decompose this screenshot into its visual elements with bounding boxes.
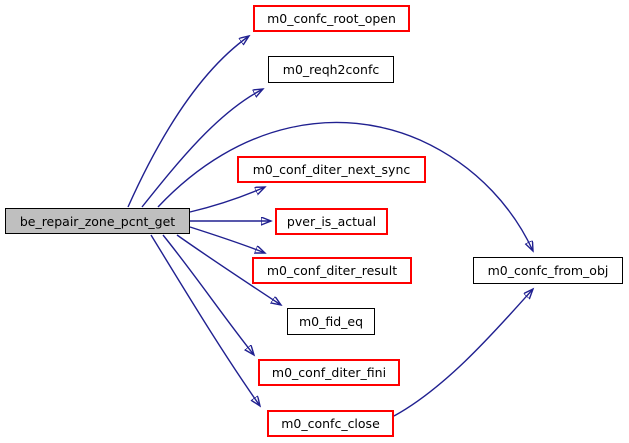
edge-root-to-m0-confc-root-open	[127, 36, 249, 208]
node-m0-confc-from-obj[interactable]: m0_confc_from_obj	[473, 257, 623, 284]
edge-root-to-m0-fid-eq	[176, 234, 281, 305]
node-m0-confc-close[interactable]: m0_confc_close	[267, 410, 394, 437]
edge-root-to-m0-confc-close	[150, 234, 260, 406]
edge-root-to-m0-reqh2confc	[141, 89, 263, 208]
edge-root-to-m0-conf-diter-result	[189, 226, 265, 253]
node-pver-is-actual[interactable]: pver_is_actual	[275, 208, 388, 235]
node-m0-conf-diter-result[interactable]: m0_conf_diter_result	[252, 257, 412, 284]
node-m0-conf-diter-next-sync[interactable]: m0_conf_diter_next_sync	[237, 156, 426, 183]
edge-root-to-m0-conf-diter-fini	[162, 234, 254, 355]
node-m0-confc-root-open[interactable]: m0_confc_root_open	[253, 5, 410, 32]
edge-m0-confc-close-to-m0-confc-from-obj	[393, 289, 533, 417]
node-m0-reqh2confc[interactable]: m0_reqh2confc	[268, 56, 394, 83]
node-m0-conf-diter-fini[interactable]: m0_conf_diter_fini	[258, 359, 400, 386]
edge-root-to-m0-confc-from-obj	[157, 121, 533, 251]
node-m0-fid-eq[interactable]: m0_fid_eq	[287, 308, 375, 335]
node-be-repair-zone-pcnt-get: be_repair_zone_pcnt_get	[5, 208, 190, 234]
edge-root-to-m0-conf-diter-next-sync	[189, 187, 265, 213]
